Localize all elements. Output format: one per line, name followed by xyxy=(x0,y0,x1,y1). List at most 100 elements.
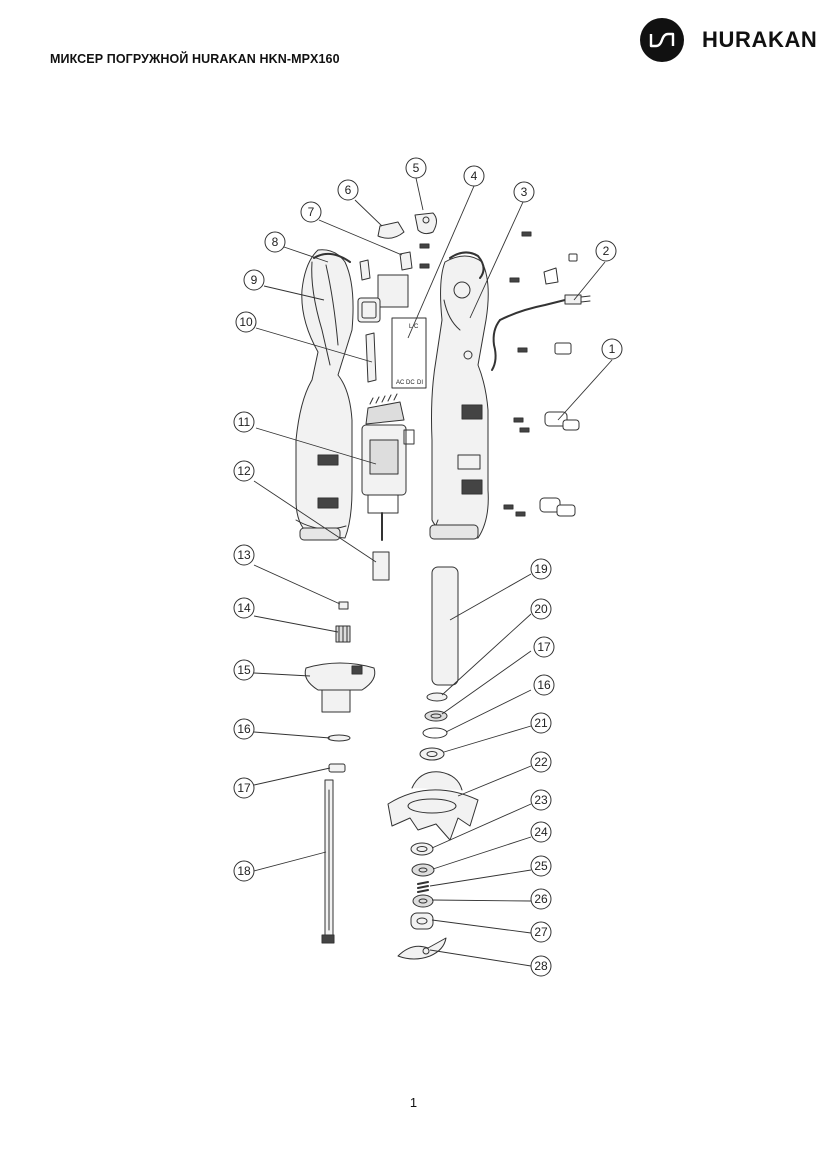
callout-label: 16 xyxy=(537,678,551,692)
callout-circle xyxy=(530,921,552,943)
callout-label: 2 xyxy=(603,244,610,258)
document-title: МИКСЕР ПОГРУЖНОЙ HURAKAN HKN-MPX160 xyxy=(50,52,340,66)
callout-label: 1 xyxy=(609,342,616,356)
callout-label: 27 xyxy=(534,925,548,939)
leader-8 xyxy=(283,246,329,263)
callout-circle xyxy=(233,460,255,482)
callout-label: 8 xyxy=(272,235,279,249)
part-marking: DC xyxy=(406,380,415,386)
leader-16-left xyxy=(253,731,331,739)
callout-circle xyxy=(300,201,322,223)
callout-group: 1234567891011121314151616171718192021222… xyxy=(233,157,623,977)
callout-circle xyxy=(533,674,555,696)
callout-label: 21 xyxy=(534,716,548,730)
callout-circle xyxy=(530,888,552,910)
callout-11: 11 xyxy=(233,411,255,433)
leader-3 xyxy=(469,201,524,319)
callout-circle xyxy=(264,231,286,253)
callout-circle xyxy=(530,558,552,580)
callout-circle xyxy=(530,598,552,620)
callout-circle xyxy=(533,636,555,658)
leader-1 xyxy=(557,359,613,421)
callout-circle xyxy=(530,821,552,843)
callout-circle xyxy=(233,597,255,619)
callout-26: 26 xyxy=(530,888,552,910)
leader-28 xyxy=(429,949,532,967)
callout-24: 24 xyxy=(530,821,552,843)
right-housing-shell xyxy=(431,255,489,539)
leader-23 xyxy=(431,803,532,849)
callout-12: 12 xyxy=(233,460,255,482)
callout-label: 4 xyxy=(471,169,478,183)
callout-circle xyxy=(530,789,552,811)
callout-circle xyxy=(513,181,535,203)
callout-3: 3 xyxy=(513,181,535,203)
leader-22 xyxy=(457,765,532,797)
callout-label: 23 xyxy=(534,793,548,807)
callout-circle xyxy=(233,659,255,681)
callout-label: 18 xyxy=(237,864,251,878)
callout-label: 3 xyxy=(521,185,528,199)
left-housing-shell xyxy=(295,249,354,539)
callout-label: 25 xyxy=(534,859,548,873)
callout-22: 22 xyxy=(530,751,552,773)
callout-circle xyxy=(530,855,552,877)
callout-label: 11 xyxy=(238,415,251,429)
callout-20: 20 xyxy=(530,598,552,620)
callout-4: 4 xyxy=(463,165,485,187)
callout-label: 26 xyxy=(534,892,548,906)
part-marking: AC xyxy=(396,380,405,386)
leader-14 xyxy=(253,615,339,633)
page-number: 1 xyxy=(409,1095,418,1110)
leader-27 xyxy=(431,919,532,934)
leader-13 xyxy=(253,564,341,605)
callout-23: 23 xyxy=(530,789,552,811)
callout-15: 15 xyxy=(233,659,255,681)
callout-19: 19 xyxy=(530,558,552,580)
leader-2 xyxy=(573,261,606,301)
callout-10: 10 xyxy=(235,311,257,333)
callout-17: 17 xyxy=(533,636,555,658)
callout-circle xyxy=(233,411,255,433)
callout-2: 2 xyxy=(595,240,617,262)
callout-label: 9 xyxy=(251,273,258,287)
callout-label: 7 xyxy=(308,205,315,219)
callout-7: 7 xyxy=(300,201,322,223)
callout-14: 14 xyxy=(233,597,255,619)
callout-16: 16 xyxy=(233,718,255,740)
callout-circle xyxy=(233,860,255,882)
leader-12 xyxy=(253,480,377,563)
callout-8: 8 xyxy=(264,231,286,253)
callout-label: 6 xyxy=(345,183,352,197)
callout-label: 24 xyxy=(534,825,548,839)
callout-label: 16 xyxy=(237,722,251,736)
leader-9 xyxy=(263,285,325,301)
callout-21: 21 xyxy=(530,712,552,734)
callout-circle xyxy=(233,718,255,740)
callout-label: 14 xyxy=(237,601,251,615)
callout-circle xyxy=(595,240,617,262)
leader-18 xyxy=(253,851,327,872)
callout-circle xyxy=(530,751,552,773)
part-marking: C xyxy=(414,324,419,330)
callout-label: 12 xyxy=(237,464,251,478)
leader-5 xyxy=(415,177,424,211)
callout-circle xyxy=(405,157,427,179)
callout-circle xyxy=(530,955,552,977)
callout-circle xyxy=(235,311,257,333)
callout-17: 17 xyxy=(233,777,255,799)
brand: HURAKAN xyxy=(640,18,820,62)
leader-21 xyxy=(443,725,532,753)
callout-label: 13 xyxy=(237,548,251,562)
leader-4 xyxy=(407,185,475,339)
leader-26 xyxy=(431,899,532,902)
callout-9: 9 xyxy=(243,269,265,291)
callout-label: 28 xyxy=(534,959,548,973)
callout-circle xyxy=(243,269,265,291)
callout-label: 5 xyxy=(413,161,420,175)
leader-25 xyxy=(429,869,532,887)
callout-13: 13 xyxy=(233,544,255,566)
callout-circle xyxy=(601,338,623,360)
callout-5: 5 xyxy=(405,157,427,179)
callout-label: 17 xyxy=(237,781,251,795)
